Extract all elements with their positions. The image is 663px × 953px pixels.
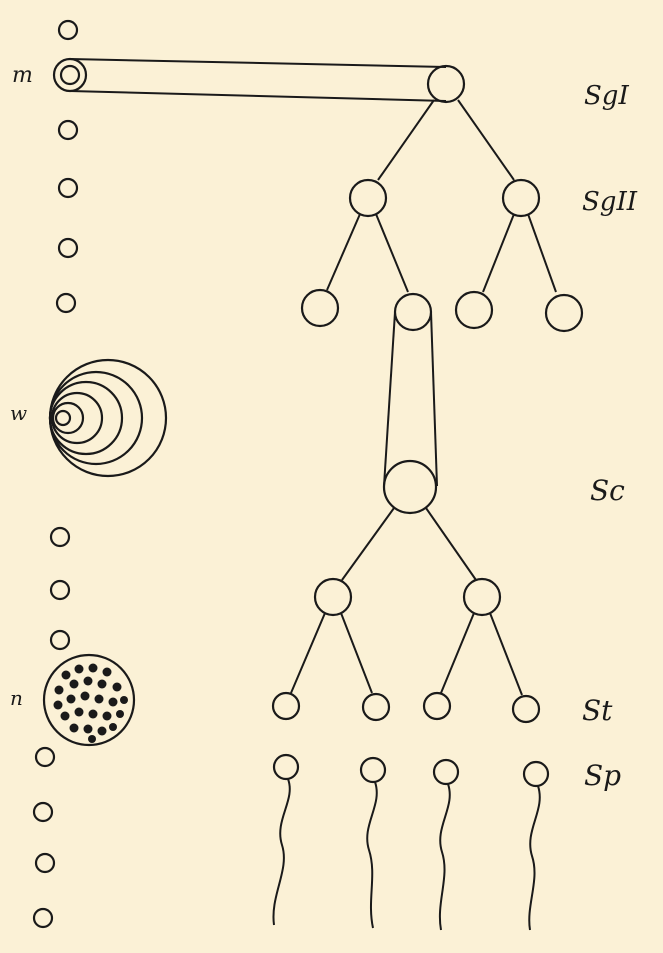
sp-head	[522, 760, 550, 788]
branch	[457, 99, 515, 181]
sp-head	[359, 756, 387, 784]
m-cell-inner	[59, 64, 81, 86]
sc-cell	[382, 459, 438, 515]
left-cell	[55, 292, 77, 314]
w-growth-circles	[48, 358, 168, 478]
w-circle	[48, 370, 144, 466]
m-tube-top	[69, 58, 447, 68]
n-granules	[53, 663, 128, 743]
sp-spermatozoa	[272, 753, 550, 931]
secondary-cell	[313, 577, 353, 617]
left-cell	[49, 579, 71, 601]
left-cell	[57, 177, 79, 199]
secondary-cell	[462, 577, 502, 617]
sp-tail	[438, 783, 451, 931]
m-cell-outer	[52, 57, 88, 93]
label-sc: Sc	[590, 474, 625, 507]
w-circle	[50, 391, 104, 445]
left-cell	[34, 746, 56, 768]
sg1-cell	[426, 64, 466, 104]
sg2-cell	[501, 178, 541, 218]
m-cell-group	[52, 57, 447, 102]
sc-tube-right	[430, 311, 438, 487]
w-circle	[51, 401, 85, 435]
label-w: w	[10, 401, 27, 425]
branch	[377, 99, 435, 181]
left-cell	[32, 801, 54, 823]
branch	[425, 507, 477, 581]
generation3-cell	[544, 293, 584, 333]
branch	[375, 213, 409, 293]
n-nucleated-cell	[42, 653, 136, 747]
generation3-cell	[393, 292, 433, 332]
w-circle	[54, 409, 72, 427]
sp-tail	[272, 778, 291, 926]
w-circle	[48, 380, 124, 456]
lineage-tree	[271, 64, 584, 724]
label-sg1: SgI	[584, 81, 629, 111]
label-sg2: SgII	[582, 187, 638, 217]
branch	[341, 507, 395, 581]
label-sp: Sp	[584, 759, 621, 792]
left-cell	[49, 629, 71, 651]
label-m: m	[12, 63, 33, 88]
sp-head	[272, 753, 300, 781]
sp-head	[432, 758, 460, 786]
st-cell	[361, 692, 391, 722]
branch	[290, 612, 326, 694]
sp-tail	[366, 781, 378, 929]
left-cell	[57, 19, 79, 41]
generation3-cell	[300, 288, 340, 328]
left-cell	[57, 237, 79, 259]
branch	[482, 213, 515, 293]
sg2-cell	[348, 178, 388, 218]
label-n: n	[10, 686, 23, 710]
sc-tube-left	[383, 311, 396, 487]
m-tube-bottom	[69, 90, 447, 102]
left-cell	[34, 852, 56, 874]
left-cell	[57, 119, 79, 141]
branch	[440, 612, 475, 694]
branch	[489, 612, 523, 696]
st-cell	[271, 691, 301, 721]
branch	[326, 213, 361, 291]
left-cell	[49, 526, 71, 548]
sp-tail	[528, 785, 541, 931]
n-cell	[42, 653, 136, 747]
left-cell-column	[32, 19, 79, 929]
st-cell	[422, 691, 452, 721]
w-circle	[48, 358, 168, 478]
left-cell	[32, 907, 54, 929]
branch	[340, 612, 373, 694]
generation3-cell	[454, 290, 494, 330]
label-st: St	[582, 694, 613, 727]
branch	[527, 213, 557, 293]
st-cell	[511, 694, 541, 724]
